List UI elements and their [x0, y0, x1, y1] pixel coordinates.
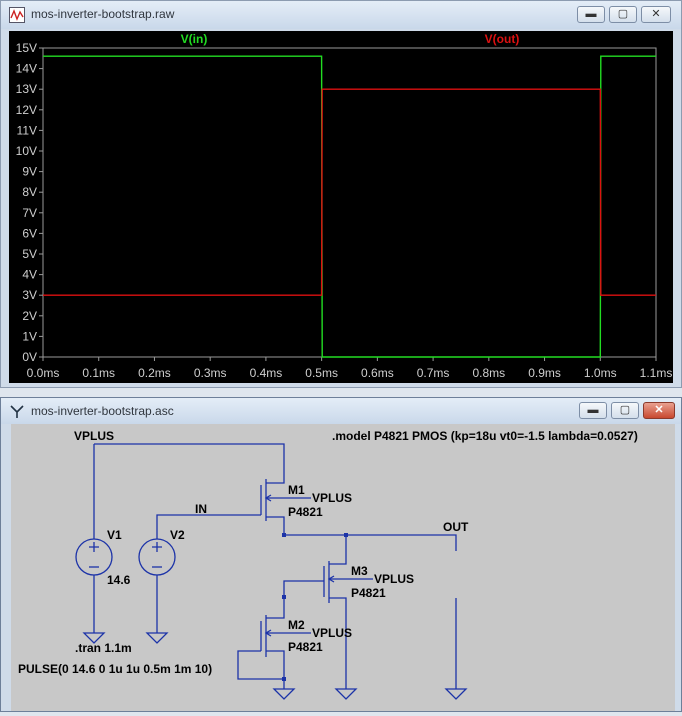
- m2-model: P4821: [288, 640, 323, 654]
- schematic-canvas[interactable]: VPLUS .model P4821 PMOS (kp=18u vt0=-1.5…: [11, 424, 675, 711]
- m1-name: M1: [288, 483, 305, 497]
- v2-wire: [156, 514, 261, 539]
- m2-body-label: VPLUS: [312, 626, 352, 640]
- v2-name: V2: [170, 528, 185, 542]
- schematic-window: mos-inverter-bootstrap.asc ▬ ▢ ✕: [0, 397, 682, 712]
- x-tick-label: 0.3ms: [194, 366, 227, 380]
- legend-entry[interactable]: V(out): [485, 32, 520, 46]
- y-tick-label: 6V: [22, 226, 37, 240]
- junction-dot: [344, 533, 348, 537]
- x-tick-label: 0.2ms: [138, 366, 171, 380]
- v1-value: 14.6: [107, 573, 131, 587]
- v1-ground: [82, 632, 106, 644]
- close-icon: ✕: [654, 404, 664, 416]
- x-tick-label: 0.6ms: [361, 366, 394, 380]
- x-tick-label: 1.0ms: [584, 366, 617, 380]
- schematic-maximize-button[interactable]: ▢: [611, 402, 639, 419]
- y-tick-label: 9V: [22, 165, 37, 179]
- model-directive[interactable]: .model P4821 PMOS (kp=18u vt0=-1.5 lambd…: [332, 429, 638, 443]
- tran-directive[interactable]: .tran 1.1m: [75, 641, 132, 655]
- pulse-spec[interactable]: PULSE(0 14.6 0 1u 1u 0.5m 1m 10): [18, 662, 212, 676]
- waveform-titlebar[interactable]: mos-inverter-bootstrap.raw ▬ ▢ ✕: [1, 1, 681, 29]
- out-net-wire: [284, 534, 457, 551]
- junction-dot: [282, 533, 286, 537]
- junction-dot: [282, 677, 286, 681]
- waveform-icon: [9, 7, 25, 23]
- x-tick-label: 0.8ms: [472, 366, 505, 380]
- y-tick-label: 0V: [22, 350, 37, 364]
- schematic-close-button[interactable]: ✕: [643, 402, 675, 419]
- minimize-icon: ▬: [587, 404, 599, 416]
- y-tick-label: 14V: [16, 62, 37, 76]
- y-tick-label: 11V: [17, 123, 37, 137]
- in-label: IN: [195, 502, 207, 516]
- vplus-wire: [94, 443, 285, 479]
- m1-body-label: VPLUS: [312, 491, 352, 505]
- maximize-icon: ▢: [617, 8, 629, 20]
- x-tick-label: 0.1ms: [82, 366, 115, 380]
- y-tick-label: 5V: [22, 247, 37, 261]
- schematic-minimize-button[interactable]: ▬: [579, 402, 607, 419]
- legend-entry[interactable]: V(in): [181, 32, 208, 46]
- y-tick-label: 8V: [22, 185, 37, 199]
- m2-transistor[interactable]: [237, 597, 311, 689]
- x-tick-label: 0.9ms: [528, 366, 561, 380]
- y-tick-label: 10V: [16, 144, 37, 158]
- y-tick-label: 7V: [22, 206, 37, 220]
- waveform-window: mos-inverter-bootstrap.raw ▬ ▢ ✕ 0V 1V 2V 3…: [0, 0, 682, 388]
- schematic-window-title: mos-inverter-bootstrap.asc: [31, 404, 174, 418]
- plot-frame: [42, 47, 657, 358]
- waveform-window-title: mos-inverter-bootstrap.raw: [31, 7, 175, 21]
- schematic-icon: [10, 405, 24, 418]
- m1-transistor[interactable]: [260, 479, 311, 535]
- close-button[interactable]: ✕: [641, 6, 671, 23]
- m3-transistor[interactable]: [283, 561, 373, 689]
- x-tick-label: 0.7ms: [417, 366, 450, 380]
- series-line-vin: [43, 55, 656, 358]
- out-ground: [444, 688, 468, 700]
- close-icon: ✕: [651, 8, 661, 20]
- v2-plus-icon: [152, 542, 162, 552]
- x-tick-label: 1.1ms: [640, 366, 673, 380]
- m3-body-label: VPLUS: [374, 572, 414, 586]
- out-label: OUT: [443, 520, 469, 534]
- y-tick-label: 12V: [16, 103, 37, 117]
- m1-model: P4821: [288, 505, 323, 519]
- m3-ground: [334, 688, 358, 700]
- maximize-button[interactable]: ▢: [609, 6, 637, 23]
- y-tick-label: 15V: [16, 41, 37, 55]
- x-tick-label: 0.5ms: [305, 366, 338, 380]
- x-tick-label: 0.0ms: [27, 366, 60, 380]
- vplus-label: VPLUS: [74, 429, 114, 443]
- m3-model: P4821: [351, 586, 386, 600]
- v1-name: V1: [107, 528, 122, 542]
- v2-ground: [145, 632, 169, 644]
- junction-dot: [282, 595, 286, 599]
- y-tick-label: 3V: [22, 288, 37, 302]
- minimize-icon: ▬: [585, 8, 597, 20]
- x-tick-label: 0.4ms: [250, 366, 283, 380]
- y-tick-label: 4V: [22, 268, 37, 282]
- waveform-chart[interactable]: 0V 1V 2V 3V 4V 5V 6V 7V 8V 9V 10V 11V 12V 13V 14V 15V 0.…: [9, 31, 673, 383]
- y-tick-label: 2V: [22, 309, 37, 323]
- y-tick-label: 1V: [22, 329, 37, 343]
- schematic-drawing[interactable]: VPLUS .model P4821 PMOS (kp=18u vt0=-1.5…: [11, 424, 675, 711]
- schematic-titlebar[interactable]: mos-inverter-bootstrap.asc ▬ ▢ ✕: [1, 398, 681, 424]
- m2-ground: [272, 688, 296, 700]
- plot-pane[interactable]: 0V 1V 2V 3V 4V 5V 6V 7V 8V 9V 10V 11V 12V 13V 14V 15V 0.…: [9, 31, 673, 383]
- m3-name: M3: [351, 564, 368, 578]
- series-line-vout: [43, 88, 656, 296]
- y-tick-label: 13V: [16, 82, 37, 96]
- v1-plus-icon: [89, 542, 99, 552]
- maximize-icon: ▢: [619, 404, 631, 416]
- minimize-button[interactable]: ▬: [577, 6, 605, 23]
- m2-name: M2: [288, 618, 305, 632]
